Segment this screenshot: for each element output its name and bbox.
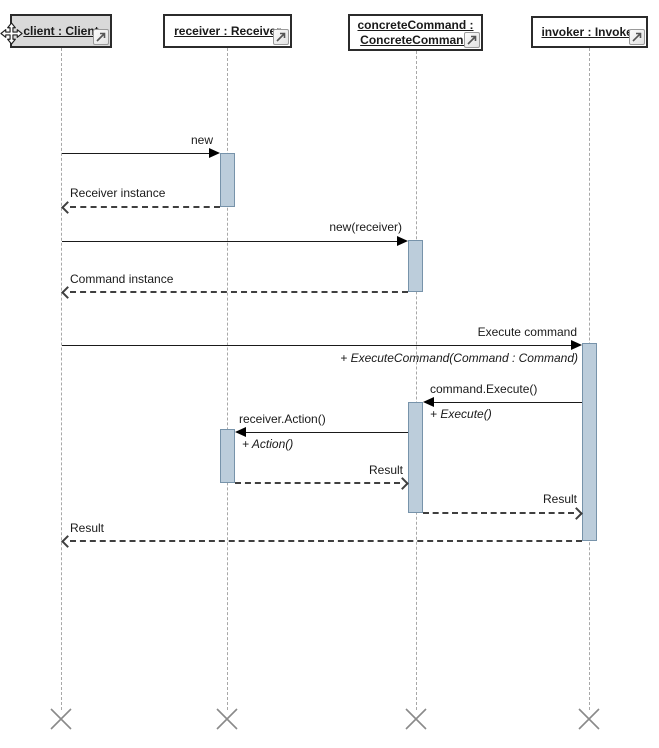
lifeline-receiver[interactable]	[227, 48, 228, 710]
lifeline-head-client[interactable]: client : Client	[10, 14, 112, 48]
lifeline-head-receiver-label: receiver : Receiver	[174, 23, 281, 38]
lifeline-concretecommand[interactable]	[416, 51, 417, 710]
activation-concretecommand-2[interactable]	[408, 402, 423, 513]
resize-arrow-icon[interactable]	[629, 29, 645, 45]
message-line[interactable]	[423, 512, 574, 514]
message-line[interactable]	[62, 345, 572, 346]
arrowhead-filled-icon[interactable]	[423, 397, 434, 407]
message-label[interactable]: new	[190, 133, 213, 147]
resize-arrow-icon[interactable]	[464, 32, 480, 48]
activation-invoker[interactable]	[582, 343, 597, 541]
message-label[interactable]: command.Execute()	[430, 382, 538, 396]
activation-concretecommand-1[interactable]	[408, 240, 423, 292]
message-line[interactable]	[235, 482, 400, 484]
message-operation-label[interactable]: + ExecuteCommand(Command : Command)	[340, 351, 578, 365]
message-line[interactable]	[70, 540, 582, 542]
lifeline-head-concretecommand[interactable]: concreteCommand : ConcreteCommand	[348, 14, 483, 51]
lifeline-client[interactable]	[61, 48, 62, 710]
message-label[interactable]: Execute command	[477, 325, 577, 339]
arrowhead-open-icon[interactable]	[570, 507, 583, 520]
arrowhead-filled-icon[interactable]	[209, 148, 220, 158]
arrowhead-open-icon[interactable]	[61, 286, 74, 299]
lifeline-head-invoker-label: invoker : Invoker	[541, 24, 638, 39]
resize-arrow-icon[interactable]	[93, 29, 109, 45]
arrowhead-open-icon[interactable]	[396, 477, 409, 490]
arrowhead-filled-icon[interactable]	[397, 236, 408, 246]
message-line[interactable]	[62, 153, 210, 154]
lifeline-head-invoker[interactable]: invoker : Invoker	[531, 16, 648, 48]
arrowhead-filled-icon[interactable]	[235, 427, 246, 437]
move-cursor-icon	[0, 22, 23, 45]
message-line[interactable]	[62, 241, 398, 242]
message-label[interactable]: Receiver instance	[70, 186, 166, 200]
activation-receiver-2[interactable]	[220, 429, 235, 483]
destruction-x-icon[interactable]	[215, 707, 239, 731]
message-label[interactable]: Command instance	[70, 272, 174, 286]
destruction-x-icon[interactable]	[404, 707, 428, 731]
message-line[interactable]	[70, 206, 220, 208]
message-label[interactable]: Result	[70, 521, 105, 535]
lifeline-head-concretecommand-label: concreteCommand : ConcreteCommand	[357, 18, 474, 47]
message-operation-label[interactable]: + Execute()	[430, 407, 492, 421]
resize-arrow-icon[interactable]	[273, 29, 289, 45]
message-label[interactable]: receiver.Action()	[239, 412, 326, 426]
message-label[interactable]: Result	[368, 463, 403, 477]
activation-receiver-1[interactable]	[220, 153, 235, 207]
arrowhead-open-icon[interactable]	[61, 535, 74, 548]
destruction-x-icon[interactable]	[49, 707, 73, 731]
message-label[interactable]: new(receiver)	[329, 220, 402, 234]
arrowhead-filled-icon[interactable]	[571, 340, 582, 350]
message-label[interactable]: Result	[542, 492, 577, 506]
lifeline-head-receiver[interactable]: receiver : Receiver	[163, 14, 292, 48]
lifeline-head-client-label: client : Client	[23, 23, 99, 38]
arrowhead-open-icon[interactable]	[61, 201, 74, 214]
message-line[interactable]	[246, 432, 408, 433]
message-line[interactable]	[434, 402, 582, 403]
message-line[interactable]	[70, 291, 408, 293]
message-operation-label[interactable]: + Action()	[242, 437, 294, 451]
destruction-x-icon[interactable]	[577, 707, 601, 731]
